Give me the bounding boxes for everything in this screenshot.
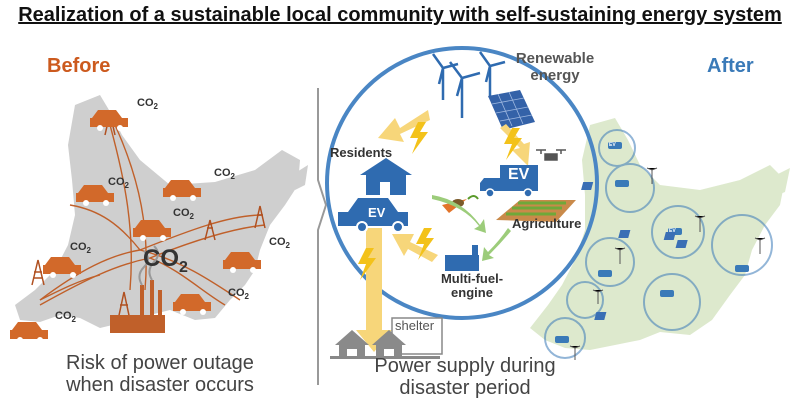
shelter-icon (330, 317, 443, 359)
vegetable-icon (442, 195, 479, 213)
before-caption: Risk of power outage when disaster occur… (20, 352, 300, 396)
co2-label: CO2 (228, 287, 249, 302)
wind-turbine-icons (431, 51, 506, 118)
energy-cycle-circle (325, 46, 599, 320)
ev-truck-icon (480, 165, 538, 198)
co2-label: CO2 (70, 241, 91, 256)
agriculture-label: Agriculture (512, 216, 582, 231)
island-before (292, 165, 308, 190)
after-heading: After (707, 55, 754, 77)
center-caption: Power supply during disaster period (335, 355, 595, 399)
ev-truck-label: EV (508, 166, 530, 183)
ev-mini-label: EV (609, 142, 616, 148)
house-icon (360, 158, 412, 195)
solar-panel-icon (488, 90, 535, 130)
agriculture-field-icon (496, 200, 576, 222)
green-arrow-icon (432, 195, 486, 233)
engine-line2: engine (451, 285, 493, 300)
divider-line (317, 88, 328, 385)
shelter-label: shelter (395, 318, 435, 333)
page-title: Realization of a sustainable local commu… (18, 4, 782, 26)
renewable-line1: Renewable (515, 50, 595, 67)
hokkaido-land-after (530, 118, 785, 350)
island-after (770, 168, 790, 196)
car-icons-before (10, 110, 261, 343)
co2-label: CO2 (108, 176, 129, 191)
ev-car-icon (338, 198, 408, 233)
co2-label: CO2 (214, 167, 235, 182)
renewable-energy-label: Renewable energy (500, 50, 610, 84)
co2-label: CO2 (173, 207, 194, 222)
cycle-arrows (356, 110, 530, 352)
residents-label: Residents (330, 145, 393, 160)
ev-mini-label: EV (669, 228, 676, 234)
multi-fuel-engine-icon (445, 245, 479, 271)
co2-label: CO2 (137, 97, 158, 112)
before-caption-line2: when disaster occurs (66, 374, 254, 396)
community-circles (544, 129, 773, 359)
before-map (10, 95, 308, 343)
co2-label: CO2 (269, 236, 290, 251)
engine-label: Multi-fuel- engine (432, 272, 512, 300)
lightning-icons (358, 122, 522, 280)
ev-car-label: EV (368, 205, 386, 220)
drone-icon (536, 149, 566, 161)
co2-large-label: CO2 (143, 245, 188, 276)
engine-line1: Multi-fuel- (440, 271, 504, 286)
after-map (530, 118, 790, 360)
renewable-line2: energy (530, 67, 580, 84)
mini-icons-after (555, 142, 766, 360)
center-caption-line2: disaster period (399, 377, 531, 399)
hokkaido-land-before (15, 95, 300, 328)
before-heading: Before (47, 55, 111, 77)
before-caption-line1: Risk of power outage (66, 352, 254, 374)
co2-label: CO2 (55, 310, 76, 325)
center-caption-line1: Power supply during (374, 355, 556, 377)
factory-icon (110, 245, 165, 333)
green-arrow-2-icon (482, 228, 511, 261)
